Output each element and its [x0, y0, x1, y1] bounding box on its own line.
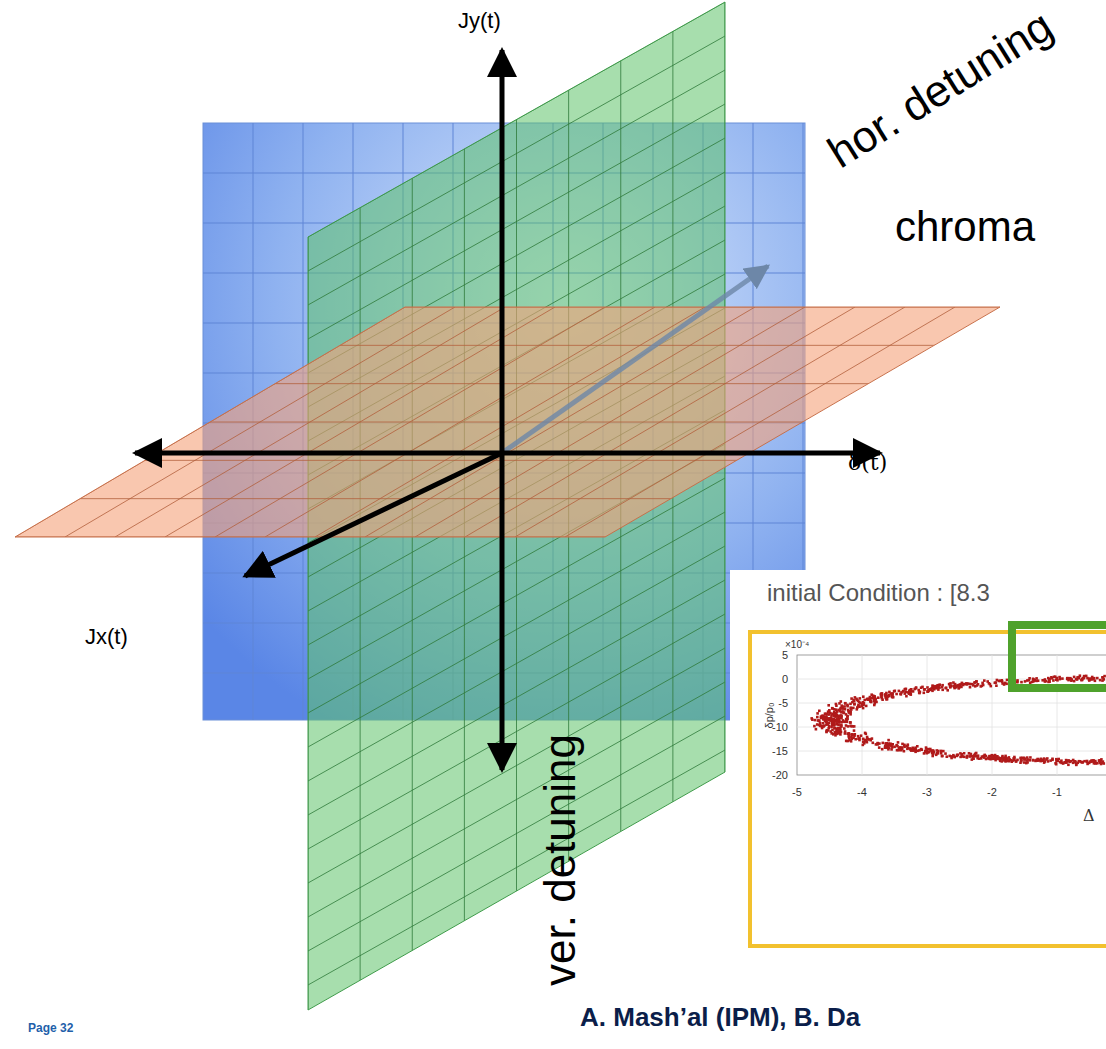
axis-caption: ver. detuning [538, 734, 582, 986]
tick-label: -5 [778, 698, 788, 709]
tick-label: -3 [922, 787, 932, 798]
axis-label: Jy(t) [458, 10, 501, 32]
axis-title: Δ [1083, 808, 1095, 824]
tick-label: -20 [772, 770, 788, 781]
plot-title: initial Condition : [8.3 [767, 581, 990, 605]
tick-label: -4 [857, 787, 867, 798]
axis-caption: chroma [895, 206, 1035, 248]
page-number: Page 32 [28, 1022, 73, 1034]
axis-label: Jx(t) [85, 626, 128, 648]
tick-label: -1 [1052, 787, 1062, 798]
author-credit: A. Mash’al (IPM), B. Da [580, 1004, 860, 1030]
tick-label: -2 [987, 787, 997, 798]
axis-multiplier: ×10⁻⁴ [785, 640, 809, 650]
tick-label: 5 [782, 650, 788, 661]
tick-label: -5 [792, 787, 802, 798]
tick-label: 0 [782, 674, 788, 685]
axis-label: δ(t) [848, 452, 887, 474]
axis-caption: hor. detuning [820, 3, 1059, 175]
axis-title: δp/p₀ [764, 702, 775, 728]
tick-label: -15 [772, 746, 788, 757]
